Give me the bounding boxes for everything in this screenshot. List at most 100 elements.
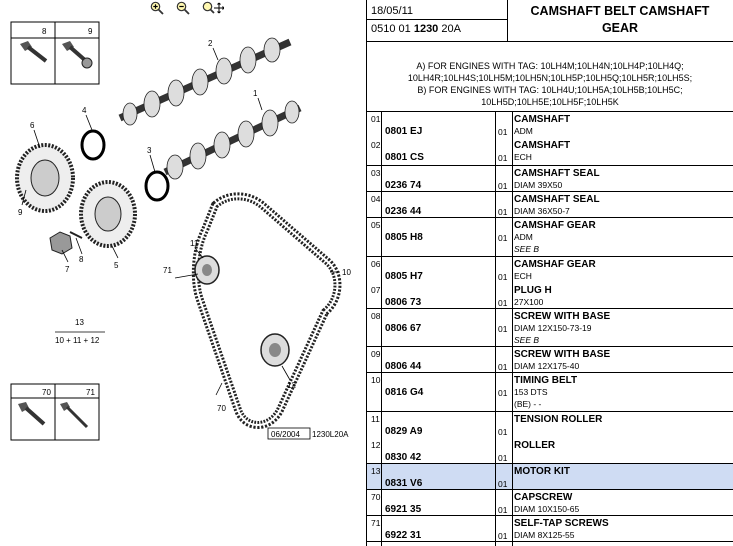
diagram-label-1: 1 xyxy=(253,89,258,98)
kit-composition-note: 13 10 + 11 + 12 xyxy=(55,318,105,345)
cell-qty: 01 xyxy=(498,505,508,515)
diagram-label-6: 6 xyxy=(30,121,35,130)
cell-name: SELF-TAP SCREWS xyxy=(514,518,609,529)
cell-qty: 01 xyxy=(498,362,508,372)
cell-idx: 04 xyxy=(371,194,381,204)
cell-ref: 0806 67 xyxy=(385,323,422,334)
cell-desc3: (BE) - - xyxy=(514,399,542,409)
diagram-label-70: 70 xyxy=(217,404,226,413)
svg-text:70: 70 xyxy=(42,388,51,397)
cell-ref2: 0801 CS xyxy=(385,152,424,163)
camshaft-1 xyxy=(163,100,302,180)
timing-belt-10 xyxy=(191,192,342,429)
cell-qty: 01 xyxy=(498,233,508,243)
zoom-toolbar xyxy=(150,1,224,15)
svg-text:13: 13 xyxy=(75,318,84,327)
diagram-label-11: 11 xyxy=(190,239,199,248)
cell-ref2: 0830 42 xyxy=(385,452,422,463)
section-code: 0510 01 1230 20A xyxy=(371,23,461,35)
gear-6 xyxy=(15,143,75,213)
diagram-label-8: 8 xyxy=(79,255,84,264)
cell-name: CAMSHAF GEAR xyxy=(514,220,596,231)
diagram-panel: 2 1 4 6 3 9 11 71 10 7 8 5 12 70 8 9 13 … xyxy=(0,0,366,546)
cell-ref: 0831 V6 xyxy=(385,478,423,489)
diagram-label-12: 12 xyxy=(287,381,296,390)
page-title: CAMSHAFT BELT CAMSHAFT GEAR xyxy=(530,4,710,35)
cell-idx: 71 xyxy=(371,518,381,528)
cell-qty2: 01 xyxy=(498,453,508,463)
cell-idx2: 07 xyxy=(371,285,381,295)
cell-qty: 01 xyxy=(498,272,508,282)
exploded-view-drawing: 2 1 4 6 3 9 11 71 10 7 8 5 12 70 8 9 13 … xyxy=(10,21,351,441)
tension-roller-11 xyxy=(194,255,220,285)
inset-screws-8-9 xyxy=(10,21,100,85)
cell-ref2: 0806 73 xyxy=(385,297,422,308)
cell-name: CAMSHAFT SEAL xyxy=(514,168,600,179)
cell-see: SEE B xyxy=(514,244,540,254)
svg-text:1230L20A: 1230L20A xyxy=(312,430,349,439)
zoom-in-icon[interactable] xyxy=(150,1,164,15)
cell-idx: 03 xyxy=(371,168,381,178)
engine-tag-notes: A) FOR ENGINES WITH TAG: 10LH4M;10LH4N;1… xyxy=(407,61,693,107)
cell-desc2: ECH xyxy=(514,152,532,162)
cell-qty: 01 xyxy=(498,531,508,541)
diagram-label-9: 9 xyxy=(18,208,23,217)
cell-ref: 0801 EJ xyxy=(385,126,423,137)
zoom-pan-icon[interactable] xyxy=(202,1,224,15)
cell-qty2: 01 xyxy=(498,153,508,163)
cell-ref: 0805 H7 xyxy=(385,271,423,282)
cell-idx: 11 xyxy=(371,414,380,424)
cell-desc: DIAM 36X50-7 xyxy=(514,206,570,216)
cell-ref: 0236 44 xyxy=(385,206,422,217)
cell-qty: 01 xyxy=(498,207,508,217)
cell-desc2: 27X100 xyxy=(514,297,544,307)
cell-desc: ADM xyxy=(514,232,533,242)
cell-idx: 06 xyxy=(371,259,381,269)
cell-name: CAMSHAF GEAR xyxy=(514,259,596,270)
plug-7 xyxy=(49,231,73,255)
cell-name: SCREW WITH BASE xyxy=(514,349,611,360)
svg-text:06/2004: 06/2004 xyxy=(271,430,300,439)
cell-ref: 0816 G4 xyxy=(385,387,424,398)
cell-idx: 01 xyxy=(371,114,381,124)
inset-screws-70-71: 70 71 xyxy=(10,383,100,441)
cell-see: SEE B xyxy=(514,335,540,345)
cell-desc: ADM xyxy=(514,126,533,136)
zoom-out-icon[interactable] xyxy=(176,1,190,15)
panel-divider xyxy=(366,0,367,546)
cell-idx2: 12 xyxy=(371,440,381,450)
cell-desc: DIAM 12X175-40 xyxy=(514,361,580,371)
diagram-label-71: 71 xyxy=(163,266,172,275)
cell-name: CAMSHAFT SEAL xyxy=(514,194,600,205)
cell-qty: 01 xyxy=(498,388,508,398)
cell-desc: ECH xyxy=(514,271,532,281)
cell-idx: 05 xyxy=(371,220,381,230)
diagram-label-10: 10 xyxy=(342,268,351,277)
cell-idx: 70 xyxy=(371,492,381,502)
cell-qty: 01 xyxy=(498,181,508,191)
cell-idx: 13 xyxy=(371,466,381,476)
cell-idx2: 02 xyxy=(371,140,381,150)
cell-desc: 153 DTS xyxy=(514,387,548,397)
diagram-label-7: 7 xyxy=(65,265,70,274)
seal-4 xyxy=(80,129,106,161)
cell-ref: 0236 74 xyxy=(385,180,422,191)
diagram-label-3: 3 xyxy=(147,146,152,155)
camshaft-2 xyxy=(118,37,292,126)
parts-list-panel: 18/05/11 0510 01 1230 20A CAMSHAFT BELT … xyxy=(367,0,733,546)
cell-qty: 01 xyxy=(498,127,508,137)
cell-desc: DIAM 39X50 xyxy=(514,180,563,190)
cell-name: TENSION ROLLER xyxy=(514,414,603,425)
